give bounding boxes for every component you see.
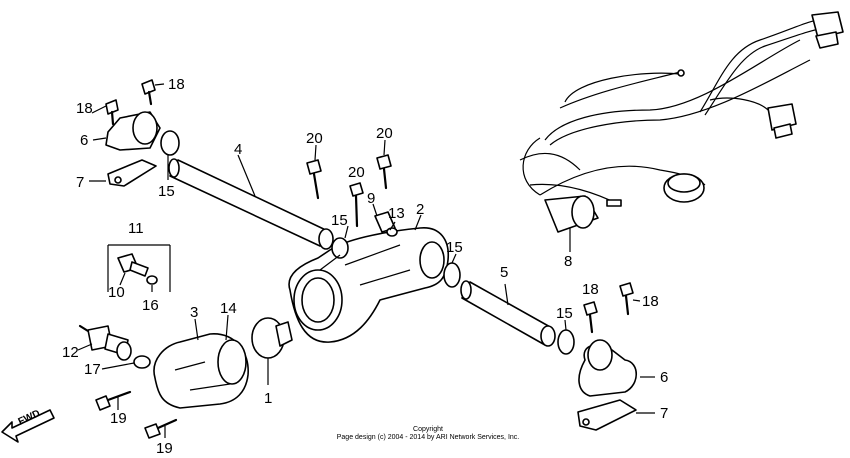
copyright-line-1: Copyright — [413, 426, 443, 433]
left-outlet-group — [89, 79, 180, 187]
connector-mid-plug — [773, 123, 793, 139]
outlet-right-mouth — [587, 339, 613, 371]
right-pipe-group — [443, 253, 575, 355]
washer-17 — [133, 355, 151, 369]
callout-label: 20 — [306, 130, 323, 147]
callout-label: 18 — [642, 293, 659, 310]
callout-label: 18 — [76, 100, 93, 117]
callout-label: 5 — [500, 264, 508, 281]
washer-13 — [386, 227, 398, 237]
callout-label: 19 — [156, 440, 173, 457]
pipe-4-end-b — [318, 228, 334, 250]
callout-label: 14 — [220, 300, 237, 317]
bolts-20 — [306, 139, 392, 228]
harness-terminal-1 — [677, 69, 685, 77]
callout-label: 7 — [660, 405, 668, 422]
gasket-right — [577, 399, 637, 431]
callout-label: 15 — [331, 212, 348, 229]
switch-12-tip — [116, 341, 132, 361]
callout-label: 4 — [234, 141, 242, 158]
sensor-10-stem — [129, 261, 149, 277]
grommet-top — [667, 173, 701, 193]
callout-label: 17 — [84, 361, 101, 378]
callout-label: 18 — [168, 76, 185, 93]
wire-harness — [519, 11, 844, 252]
thermostat-cover-group — [153, 314, 293, 409]
bolt-18-head-b — [105, 99, 119, 115]
pipe-5-end-a — [460, 280, 472, 300]
o-ring-15-c — [557, 329, 575, 355]
callout-label: 15 — [158, 183, 175, 200]
bolt-18-head-a — [141, 79, 156, 95]
housing-port-right — [419, 241, 445, 279]
callout-label: 6 — [660, 369, 668, 386]
o-ring-left — [160, 130, 180, 156]
temperature-sender-cap — [571, 195, 595, 229]
callout-label: 16 — [142, 297, 159, 314]
o-ring-15-a — [331, 237, 349, 259]
bolt-19-b — [144, 423, 161, 439]
o-ring-15-b — [443, 262, 461, 288]
pipe-4-end-a — [168, 158, 180, 178]
callout-label: 13 — [388, 205, 405, 222]
pipe-5 — [461, 281, 553, 346]
water-pipe-4 — [168, 154, 334, 250]
switch-12-group — [77, 324, 151, 370]
thermostat-housing — [288, 203, 449, 343]
outlet-left-mouth — [132, 111, 158, 145]
sensor-kit-11 — [107, 244, 171, 292]
callout-label: 12 — [62, 344, 79, 361]
pipe-5-end-b — [540, 325, 556, 347]
bolt-20-a — [306, 159, 322, 175]
callout-label: 6 — [80, 132, 88, 149]
callout-label: 8 — [564, 253, 572, 270]
sender-terminal — [606, 199, 622, 207]
gasket-left-hole — [114, 176, 122, 184]
bolt-18-head-d — [619, 282, 634, 297]
fwd-arrow-icon — [1, 409, 55, 443]
callout-label: 9 — [367, 190, 375, 207]
right-outlet-group — [577, 282, 655, 431]
bolts-19 — [95, 390, 178, 439]
pipe-4 — [169, 159, 331, 247]
bolt-19-a — [95, 395, 111, 411]
callout-label: 20 — [348, 164, 365, 181]
gasket-right-hole — [582, 418, 590, 426]
callout-label: 19 — [110, 410, 127, 427]
callout-label: 2 — [416, 201, 424, 218]
connector-top-plug — [815, 31, 839, 49]
callout-label: 7 — [76, 174, 84, 191]
copyright-line-2: Page design (c) 2004 - 2014 by ARI Netwo… — [337, 434, 520, 441]
washer-16 — [146, 275, 158, 285]
thermostat-1-valve — [275, 321, 293, 347]
bolt-18-head-c — [583, 301, 598, 316]
callout-label: 15 — [446, 239, 463, 256]
gasket-14 — [217, 339, 247, 385]
callout-label: 18 — [582, 281, 599, 298]
callout-label: 3 — [190, 304, 198, 321]
callout-labels: 18 18 6 7 15 4 20 20 20 9 15 13 2 15 11 … — [62, 76, 668, 457]
callout-label: 11 — [128, 220, 144, 237]
fwd-arrow: FWD — [1, 408, 55, 443]
callout-label: 1 — [264, 390, 272, 407]
callout-label: 15 — [556, 305, 573, 322]
housing-port-inner — [301, 277, 335, 323]
callout-label: 20 — [376, 125, 393, 142]
callout-label: 10 — [108, 284, 125, 301]
bolt-20-c — [349, 182, 364, 197]
bolt-20-b — [376, 154, 392, 170]
